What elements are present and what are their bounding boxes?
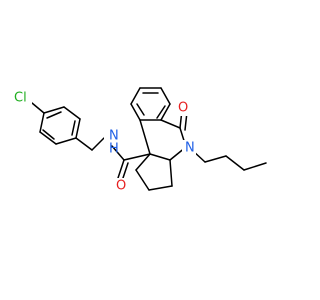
bond [148,185,173,191]
bond [243,162,267,171]
label-knockout [175,100,189,116]
label-knockout [104,128,120,144]
label-knockout [10,90,32,106]
bond [169,159,173,187]
bond [160,103,171,121]
amide-nitrogen-label: N [109,129,119,144]
bond [75,118,81,139]
bond [156,105,166,119]
bond [149,153,171,161]
ketone-oxygen-label: O [178,101,188,116]
bond [43,106,65,114]
bond [135,169,150,191]
bond [135,153,151,171]
bond [204,155,227,163]
bond [42,129,55,140]
ring-nitrogen-label: N [185,141,195,156]
bond [117,159,125,179]
amide-oxygen-label: O [116,179,126,194]
bond [71,120,76,136]
bond [75,137,93,151]
bond [130,103,141,121]
label-knockout [113,178,127,194]
bond [39,131,57,145]
bond [136,103,145,116]
bond-lines [31,87,267,191]
bond [160,87,171,105]
bond [160,119,181,129]
molecule-structure-diagram: Cl N H N O O [10,87,267,194]
bond [139,119,151,155]
bond [31,102,45,114]
bond [225,155,245,171]
bond [123,153,151,161]
bond [39,112,45,133]
amide-hydrogen-label: H [109,142,119,157]
bond [46,111,62,119]
bond [111,145,125,161]
chlorine-atom-label: Cl [14,91,27,106]
atom-labels: Cl N H N O O [10,90,196,194]
label-knockout [182,140,196,156]
bond [130,87,141,105]
bond [91,137,105,151]
bond [63,106,81,120]
bond [55,137,77,145]
